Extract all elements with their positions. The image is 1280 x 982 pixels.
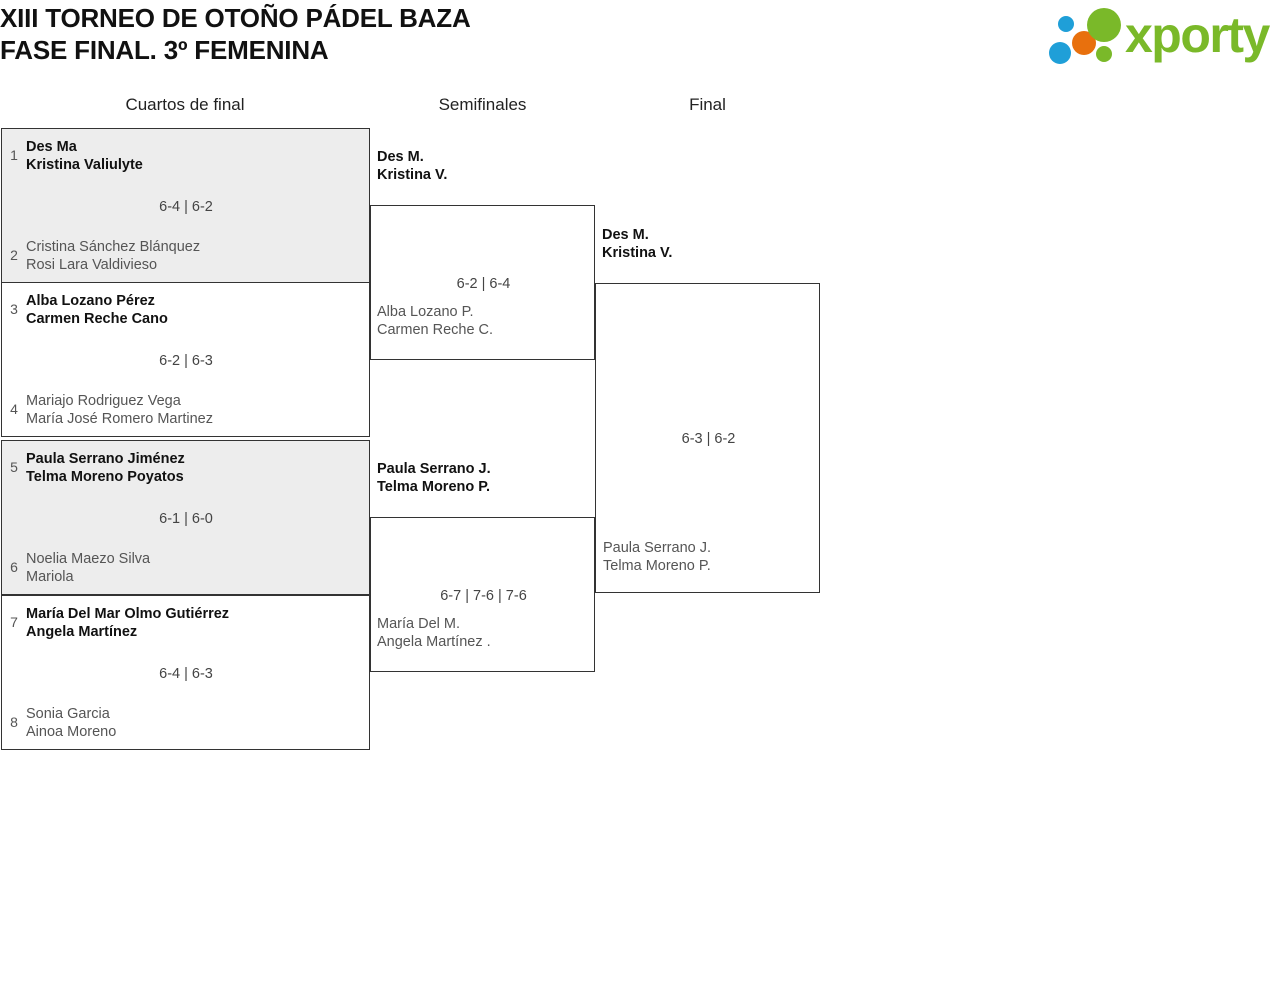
player-name: Alba Lozano Pérez [26,293,155,309]
seed-number: 3 [10,301,18,317]
semifinal-1-team-top[interactable]: Des M. Kristina V. [377,148,447,184]
team-players: Paula Serrano Jiménez Telma Moreno Poyat… [26,449,369,486]
match-score: 6-4 | 6-2 [159,199,213,215]
player-name: Des Ma [26,139,77,155]
team-players: Sonia Garcia Ainoa Moreno [26,704,369,741]
seed-number: 6 [10,559,18,575]
match-team-top[interactable]: 3 Alba Lozano Pérez Carmen Reche Cano [2,291,369,328]
player-name: María Del Mar Olmo Gutiérrez [26,606,230,622]
xporty-logo[interactable]: xporty [1047,5,1273,65]
player-name: Alba Lozano P. [377,304,474,320]
player-name: Telma Moreno P. [377,479,491,495]
seed-number: 5 [10,459,18,475]
match-quarterfinal-4[interactable]: 7 María Del Mar Olmo Gutiérrez Angela Ma… [1,595,370,750]
round-header-final: Final [689,95,726,114]
logo-dot-green-large-icon [1087,8,1121,42]
seed-number: 8 [10,714,18,730]
match-score: 6-2 | 6-4 [456,276,511,292]
seed-number: 4 [10,401,18,417]
team-players: María Del Mar Olmo Gutiérrez Angela Mart… [26,604,369,641]
team-players: Mariajo Rodriguez Vega María José Romero… [26,391,369,428]
match-score: 6-4 | 6-3 [159,666,213,682]
match-final[interactable]: 6-3 | 6-2 Paula Serrano J. Telma Moreno … [595,283,820,593]
logo-dots-icon [1047,5,1129,65]
match-team-top[interactable]: 1 Des Ma Kristina Valiulyte [2,137,369,174]
player-name: María José Romero Martinez [26,411,213,427]
team-players: Alba Lozano Pérez Carmen Reche Cano [26,291,369,328]
match-team-top[interactable]: 5 Paula Serrano Jiménez Telma Moreno Poy… [2,449,369,486]
team-players: Cristina Sánchez Blánquez Rosi Lara Vald… [26,237,369,274]
player-name: Mariajo Rodriguez Vega [26,393,181,409]
match-team-bottom[interactable]: 8 Sonia Garcia Ainoa Moreno [2,704,369,741]
match-quarterfinal-2[interactable]: 3 Alba Lozano Pérez Carmen Reche Cano 6-… [1,282,370,437]
team-players: Noelia Maezo Silva Mariola [26,549,369,586]
match-team-bottom[interactable]: 2 Cristina Sánchez Blánquez Rosi Lara Va… [2,237,369,274]
player-name: Cristina Sánchez Blánquez [26,239,201,255]
page-title: XIII TORNEO DE OTOÑO PÁDEL BAZA FASE FIN… [0,2,471,66]
player-name: Paula Serrano J. [377,461,491,477]
seed-number: 1 [10,147,18,163]
final-team-bottom[interactable]: Paula Serrano J. Telma Moreno P. [603,539,711,575]
match-semifinal-2[interactable]: 6-7 | 7-6 | 7-6 María Del M. Angela Mart… [370,517,595,672]
player-name: Kristina Valiulyte [26,157,143,173]
player-name: María Del M. [377,616,460,632]
match-quarterfinal-3[interactable]: 5 Paula Serrano Jiménez Telma Moreno Poy… [1,440,370,595]
seed-number: 2 [10,247,18,263]
team-players: Des Ma Kristina Valiulyte [26,137,369,174]
match-team-bottom[interactable]: 6 Noelia Maezo Silva Mariola [2,549,369,586]
tournament-phase: FASE FINAL. 3º FEMENINA [0,35,329,65]
match-team-bottom[interactable]: 4 Mariajo Rodriguez Vega María José Rome… [2,391,369,428]
match-score: 6-1 | 6-0 [159,511,213,527]
player-name: Carmen Reche C. [377,322,494,338]
player-name: Mariola [26,569,74,585]
player-name: Carmen Reche Cano [26,311,168,327]
tournament-name: XIII TORNEO DE OTOÑO PÁDEL BAZA [0,3,471,33]
logo-dot-green-small-icon [1096,46,1112,62]
semifinal-2-team-top[interactable]: Paula Serrano J. Telma Moreno P. [377,460,491,496]
logo-dot-blue-small-icon [1058,16,1074,32]
player-name: Des M. [602,227,649,243]
round-header-quarterfinals: Cuartos de final [125,95,245,114]
player-name: Kristina V. [377,167,448,183]
player-name: Des M. [377,149,424,165]
player-name: Paula Serrano J. [603,540,712,556]
player-name: Angela Martínez . [377,634,491,650]
logo-wordmark: xporty [1125,7,1270,63]
match-quarterfinal-1[interactable]: 1 Des Ma Kristina Valiulyte 6-4 | 6-2 2 … [1,128,370,283]
semifinal-1-team-bottom[interactable]: Alba Lozano P. Carmen Reche C. [377,303,493,339]
semifinal-2-team-bottom[interactable]: María Del M. Angela Martínez . [377,615,491,651]
page-header: XIII TORNEO DE OTOÑO PÁDEL BAZA FASE FIN… [0,0,1280,88]
player-name: Telma Moreno P. [603,558,711,574]
match-score: 6-3 | 6-2 [681,431,736,447]
player-name: Telma Moreno Poyatos [26,469,184,485]
player-name: Kristina V. [602,245,673,261]
match-score: 6-2 | 6-3 [159,353,213,369]
player-name: Sonia Garcia [26,706,110,722]
player-name: Paula Serrano Jiménez [26,451,185,467]
match-team-top[interactable]: 7 María Del Mar Olmo Gutiérrez Angela Ma… [2,604,369,641]
round-header-semifinals: Semifinales [438,95,527,114]
final-team-top[interactable]: Des M. Kristina V. [602,226,672,262]
seed-number: 7 [10,614,18,630]
player-name: Ainoa Moreno [26,724,117,740]
logo-dot-blue-large-icon [1049,42,1071,64]
player-name: Rosi Lara Valdivieso [26,257,158,273]
match-semifinal-1[interactable]: 6-2 | 6-4 Alba Lozano P. Carmen Reche C. [370,205,595,360]
player-name: Noelia Maezo Silva [26,551,151,567]
player-name: Angela Martínez [26,624,138,640]
match-score: 6-7 | 7-6 | 7-6 [440,588,527,604]
